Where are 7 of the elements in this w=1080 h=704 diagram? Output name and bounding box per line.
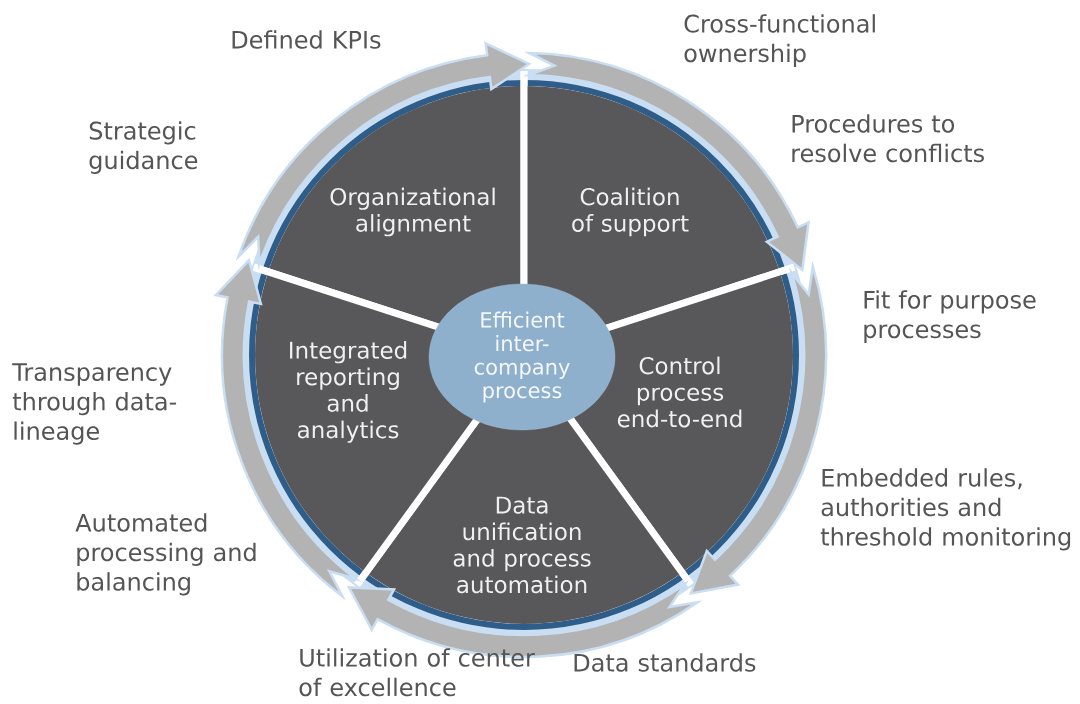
outer-label: Transparency through data-lineage <box>12 363 177 445</box>
outer-label: Fit for purpose processes <box>864 290 1036 343</box>
outer-label: Embedded rules, authorities and threshold monitoring <box>820 468 1071 551</box>
outer-label: Strategic guidance <box>89 121 198 174</box>
outer-label: Utilization of center of excellence <box>299 648 535 697</box>
outer-label: Cross-functional ownership <box>684 14 875 67</box>
outer-label: Data standards <box>574 653 756 672</box>
